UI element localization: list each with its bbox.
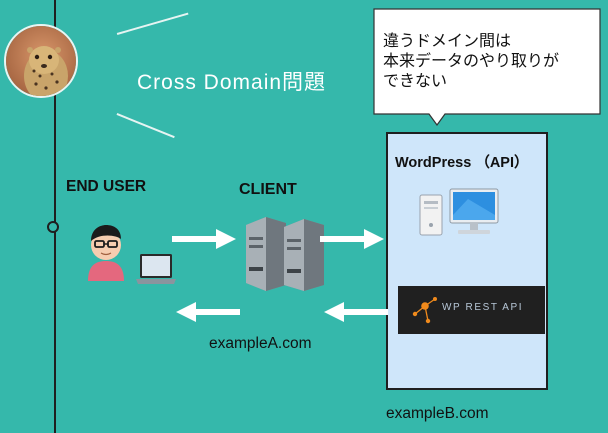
user-icon — [88, 225, 124, 281]
leopard-avatar-image — [4, 24, 78, 98]
server-icon — [246, 217, 324, 291]
domain-a-label: exampleA.com — [209, 335, 312, 352]
end-user-label: END USER — [66, 178, 147, 195]
timeline-node — [47, 221, 59, 233]
timeline-line — [54, 0, 56, 433]
slide-title: Cross Domain問題 — [137, 71, 327, 94]
laptop-icon — [136, 254, 176, 284]
decorative-line — [116, 12, 189, 35]
decorative-line — [116, 113, 175, 138]
left-arrow-icon — [324, 302, 388, 322]
right-arrow-icon — [172, 229, 236, 249]
network-dots-icon — [412, 297, 437, 324]
desktop-computer-icon — [419, 188, 499, 236]
api-server-panel — [386, 132, 548, 390]
wp-rest-api-logo: WP REST API — [398, 286, 545, 334]
client-label: CLIENT — [239, 181, 297, 198]
speech-callout — [373, 8, 601, 126]
right-arrow-icon — [320, 229, 384, 249]
wordpress-api-label: WordPress （API） — [395, 155, 529, 171]
domain-b-label: exampleB.com — [386, 405, 489, 422]
callout-text: 違うドメイン間は 本来データのやり取りが できない — [383, 33, 560, 90]
wp-rest-api-text: WP REST API — [442, 302, 524, 313]
left-arrow-icon — [176, 302, 240, 322]
